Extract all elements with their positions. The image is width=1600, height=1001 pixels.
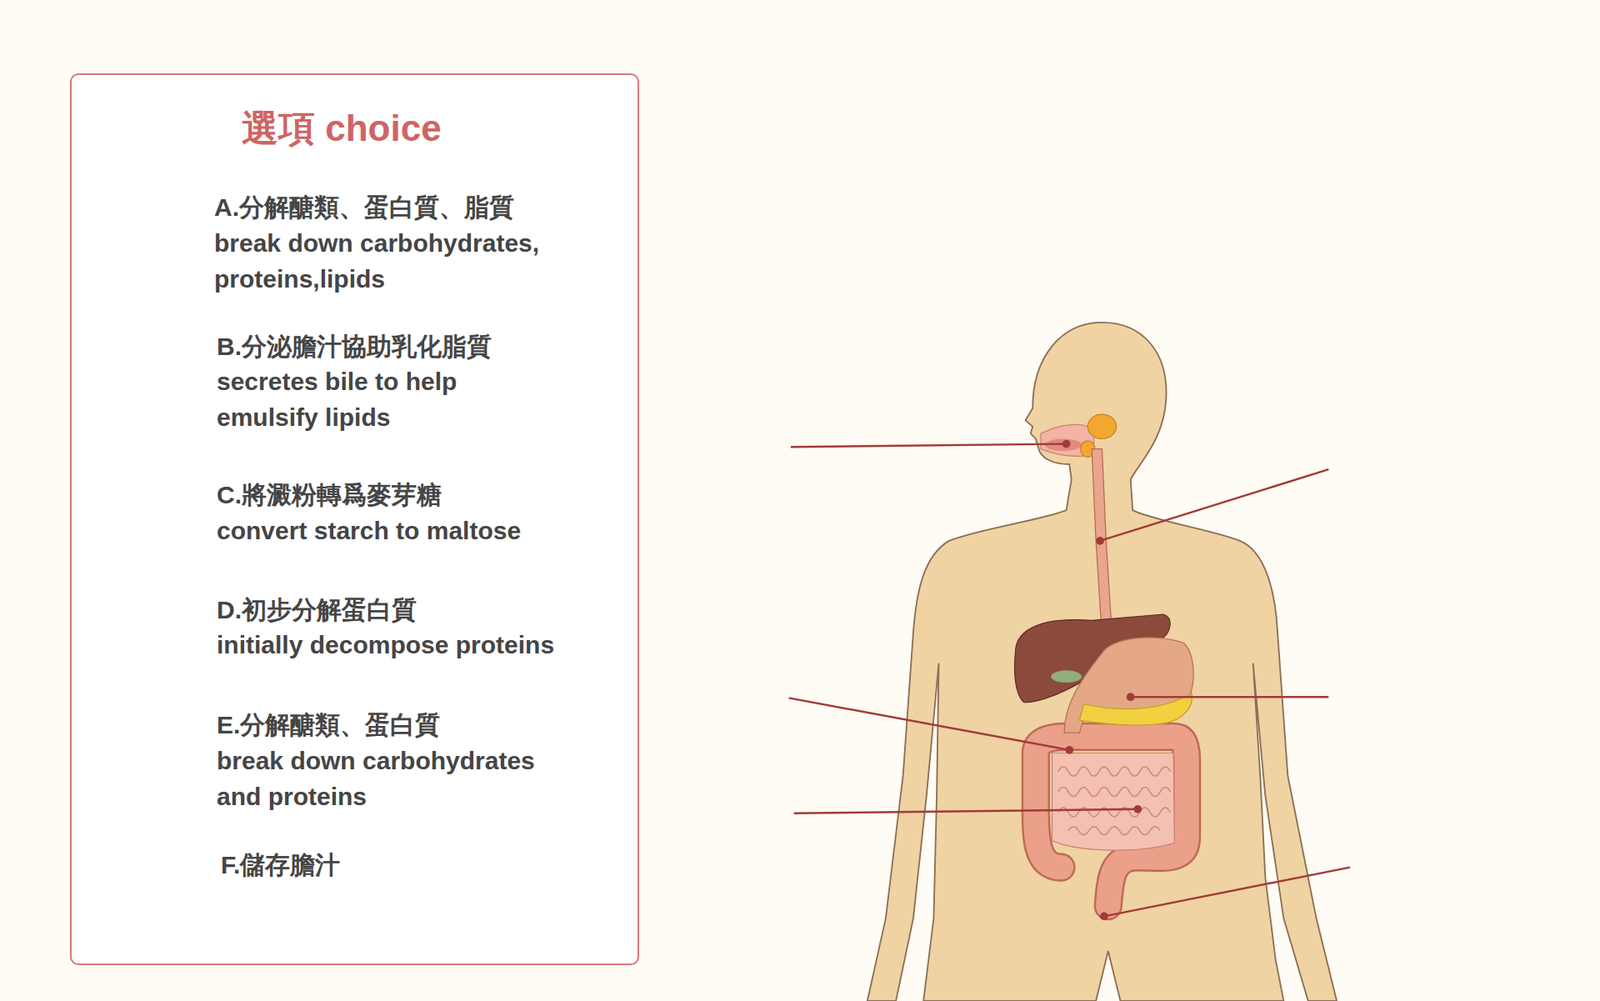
small-intestine [1051, 753, 1175, 851]
option-en: break down carbohydrates, proteins,lipid… [214, 225, 565, 297]
esophagus [1091, 449, 1112, 638]
leader-dot [1100, 911, 1109, 920]
option-en: convert starch to maltose [216, 512, 609, 549]
option-zh: B.分泌膽汁協助乳化脂質 [216, 328, 617, 365]
large-intestine [1035, 736, 1187, 906]
choice-box: 選項 choiceA.分解醣類、蛋白質、脂質break down carbohy… [70, 73, 640, 965]
gallbladder [1050, 670, 1082, 683]
leader-dot [1133, 805, 1142, 814]
leader-dot [1065, 745, 1074, 755]
leader-line [1130, 695, 1330, 698]
body-outline [867, 322, 1337, 1001]
option-en: secretes bile to help emulsify lipids [216, 363, 517, 435]
option-zh: D.初步分解蛋白質 [216, 591, 617, 628]
option-en: break down carbohydrates and proteins [216, 742, 567, 815]
large-intestine-outline [1035, 736, 1187, 906]
option-zh: C.將澱粉轉爲麥芽糖 [216, 476, 617, 513]
choice-heading: 選項 choice [241, 106, 592, 150]
option-zh: F.儲存膽汁 [220, 846, 621, 883]
leader-dots [1062, 440, 1143, 921]
leader-dot [1062, 440, 1071, 449]
intestine-fold [1058, 766, 1171, 776]
leader-line [1100, 469, 1329, 541]
option-zh: E.分解醣類、蛋白質 [216, 706, 617, 743]
leader-line [794, 809, 1139, 814]
leader-dot [1126, 692, 1135, 701]
intestine-fold [1058, 787, 1171, 797]
leader-dot [1095, 536, 1105, 545]
leader-line [789, 697, 1070, 750]
salivary-gland [1087, 414, 1116, 439]
option-en: initially decompose proteins [216, 626, 617, 663]
option-zh: A.分解醣類、蛋白質、脂質 [214, 189, 615, 225]
leader-lines [789, 444, 1350, 917]
pancreas [1080, 693, 1193, 725]
leader-line [790, 444, 1067, 448]
stomach [1064, 637, 1194, 733]
leader-line [1104, 867, 1350, 917]
intestine-fold [1068, 826, 1160, 835]
